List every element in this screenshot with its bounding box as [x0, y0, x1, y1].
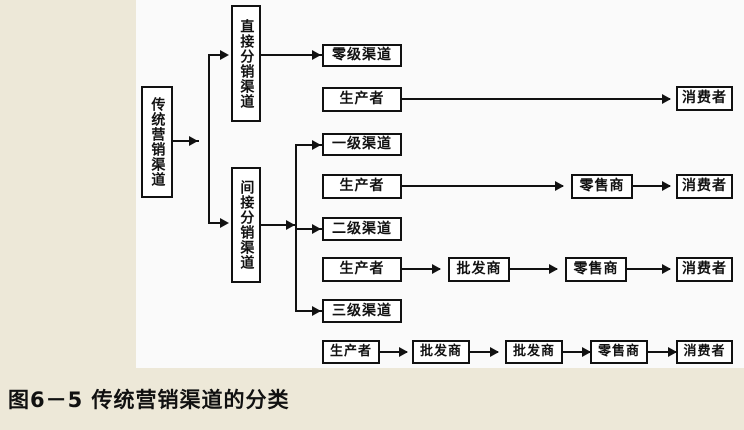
connector-root-trunk	[173, 140, 199, 142]
connector-trunk-to-direct	[208, 54, 226, 56]
connector-indirect-to-one	[295, 144, 322, 146]
chain3-arrow-1-icon	[399, 347, 408, 357]
chain3-node-wholesaler-1[interactable]: 批发商	[412, 340, 470, 364]
chain1-node-retailer[interactable]: 零售商	[571, 174, 633, 199]
chain3-arrow-2-icon	[490, 347, 499, 357]
chain3-arrow-4-icon	[668, 347, 677, 357]
diagram-panel: 传统营销渠道 直接分销渠道 间接分销渠道 零级渠道 一级渠道 二级渠道 三级渠道	[136, 0, 744, 368]
chain2-arrow-1-icon	[432, 264, 441, 274]
chain1-node-consumer[interactable]: 消费者	[676, 174, 733, 199]
chain2-arrow-2-icon	[549, 264, 558, 274]
chain1-arrow-2-icon	[662, 181, 671, 191]
connector-indirect-vertical	[295, 144, 297, 311]
arrow-root-trunk-icon	[189, 136, 198, 146]
arrow-two-level-icon	[312, 224, 321, 234]
chain0-arrow-1-icon	[662, 94, 671, 104]
connector-direct-to-zero	[261, 54, 322, 56]
chain0-node-producer[interactable]: 生产者	[322, 87, 402, 112]
chain3-connector-2	[470, 351, 498, 353]
arrow-indirect-branch-icon	[220, 218, 229, 228]
chain2-connector-3	[627, 268, 670, 270]
chain3-node-wholesaler-2[interactable]: 批发商	[505, 340, 563, 364]
figure-caption: 图6－5 传统营销渠道的分类	[8, 388, 290, 412]
chain2-node-consumer[interactable]: 消费者	[676, 257, 733, 282]
arrow-one-level-icon	[312, 140, 321, 150]
chain3-connector-3	[563, 351, 590, 353]
chain3-node-retailer[interactable]: 零售商	[590, 340, 648, 364]
node-indirect-distribution-channel[interactable]: 间接分销渠道	[231, 167, 261, 283]
arrow-indirect-out-icon	[286, 220, 295, 230]
chain0-node-consumer[interactable]: 消费者	[676, 86, 733, 111]
node-two-level-channel[interactable]: 二级渠道	[322, 217, 402, 241]
chain3-connector-4	[648, 351, 676, 353]
chain3-node-producer[interactable]: 生产者	[322, 340, 380, 364]
chain0-connector-1	[402, 98, 670, 100]
node-three-level-channel[interactable]: 三级渠道	[322, 299, 402, 323]
chain3-node-consumer[interactable]: 消费者	[676, 340, 733, 364]
chain2-node-producer[interactable]: 生产者	[322, 257, 402, 282]
chain1-arrow-1-icon	[555, 181, 564, 191]
chain2-connector-1	[402, 268, 440, 270]
connector-indirect-to-three	[295, 310, 322, 312]
chain1-connector-2	[633, 185, 670, 187]
connector-indirect-out	[261, 224, 296, 226]
chain1-node-producer[interactable]: 生产者	[322, 174, 402, 199]
arrow-direct-branch-icon	[220, 50, 229, 60]
node-one-level-channel[interactable]: 一级渠道	[322, 133, 402, 156]
node-zero-level-channel[interactable]: 零级渠道	[322, 44, 402, 67]
node-direct-distribution-channel[interactable]: 直接分销渠道	[231, 5, 261, 122]
chain3-arrow-3-icon	[582, 347, 591, 357]
chain3-connector-1	[380, 351, 407, 353]
chain2-node-wholesaler[interactable]: 批发商	[448, 257, 510, 282]
chain1-connector-1	[402, 185, 563, 187]
connector-trunk-to-indirect	[208, 222, 226, 224]
arrow-zero-level-icon	[312, 50, 321, 60]
connector-trunk-vertical	[208, 54, 210, 224]
chain2-node-retailer[interactable]: 零售商	[565, 257, 627, 282]
arrow-three-level-icon	[312, 306, 321, 316]
node-traditional-marketing-channel[interactable]: 传统营销渠道	[141, 86, 173, 198]
chain2-arrow-3-icon	[662, 264, 671, 274]
connector-indirect-to-two	[295, 228, 322, 230]
chain2-connector-2	[510, 268, 557, 270]
